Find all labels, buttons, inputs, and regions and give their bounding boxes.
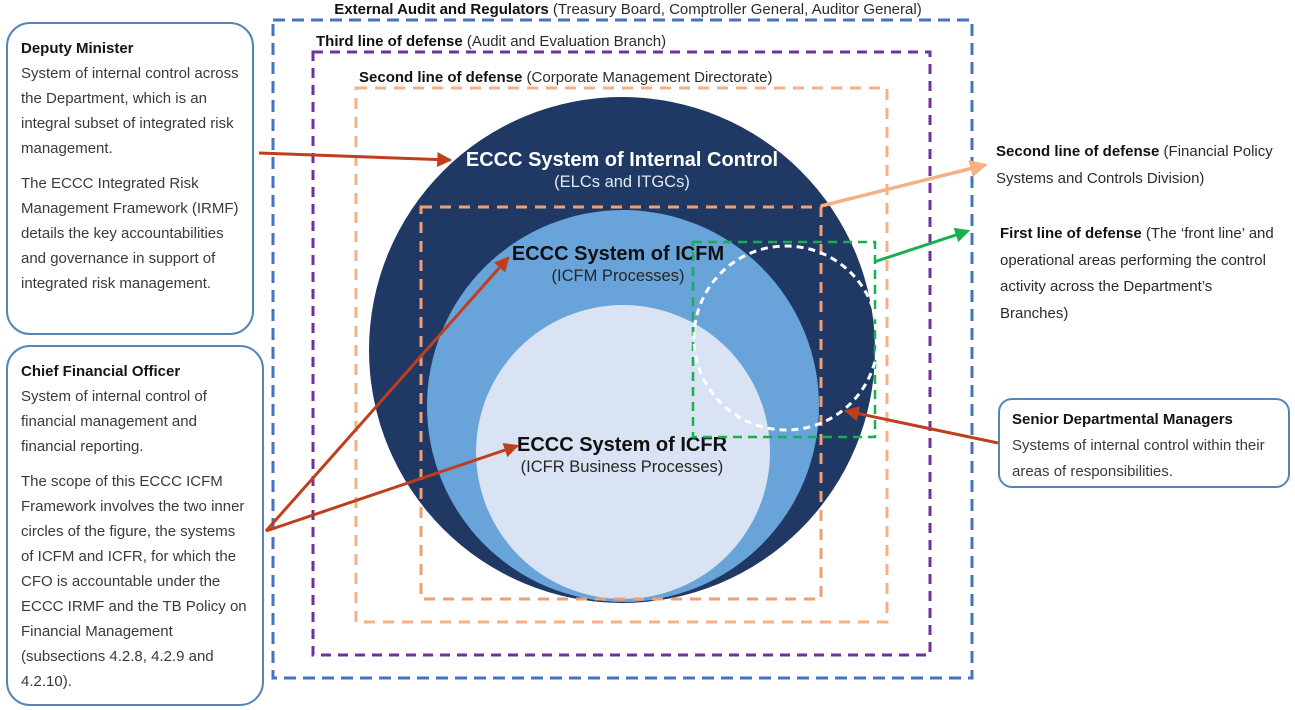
icfm-subtitle: (ICFM Processes) [551, 267, 685, 285]
second-line-header-rest: (Corporate Management Directorate) [522, 69, 773, 86]
arrow-icfm-box-to-second-line-label [820, 160, 988, 208]
internal-control-label: ECCC System of Internal Control (ELCs an… [442, 149, 802, 193]
deputy-minister-paragraph-1: System of internal control across the De… [21, 65, 239, 157]
deputy-minister-callout: Deputy Minister System of internal contr… [6, 22, 254, 335]
external-audit-header-bold: External Audit and Regulators [334, 1, 549, 18]
cfo-paragraph-2: The scope of this ECCC ICFM Framework in… [21, 473, 247, 690]
second-line-defense-right-bold: Second line of defense [996, 143, 1160, 160]
deputy-minister-paragraph-2: The ECCC Integrated Risk Management Fram… [21, 175, 239, 292]
icfm-title: ECCC System of ICFM [511, 243, 725, 265]
deputy-minister-title: Deputy Minister [21, 40, 134, 57]
first-line-defense-right-rest: (The ‘front line’ and operational areas … [1000, 225, 1274, 322]
icfr-title: ECCC System of ICFR [516, 434, 728, 456]
external-audit-header-rest: (Treasury Board, Comptroller General, Au… [548, 1, 922, 18]
third-line-header-rest: (Audit and Evaluation Branch) [462, 33, 667, 50]
arrow-green-box-to-first-line-label [873, 227, 971, 264]
icfm-label: ECCC System of ICFM (ICFM Processes) [468, 243, 768, 287]
senior-departmental-managers-callout: Senior Departmental Managers Systems of … [998, 398, 1290, 488]
second-line-header: Second line of defense (Corporate Manage… [359, 69, 772, 86]
second-line-defense-right-label: Second line of defense (Financial Policy… [996, 139, 1274, 192]
senior-departmental-managers-body: Systems of internal control within their… [1012, 437, 1265, 480]
first-line-defense-right-label: First line of defense (The ‘front line’ … [1000, 221, 1284, 327]
arrow-senior-managers-to-dashed-circle [843, 406, 999, 445]
third-line-header-bold: Third line of defense [316, 33, 463, 50]
second-line-defense-right-rest: (Financial Policy Systems and Controls D… [996, 143, 1273, 187]
external-audit-header: External Audit and Regulators (Treasury … [280, 1, 976, 18]
internal-control-subtitle: (ELCs and ITGCs) [554, 173, 690, 191]
icfr-label: ECCC System of ICFR (ICFR Business Proce… [462, 434, 782, 478]
internal-control-title: ECCC System of Internal Control [465, 149, 779, 171]
cfo-paragraph-1: System of internal control of financial … [21, 388, 207, 455]
cfo-callout: Chief Financial Officer System of intern… [6, 345, 264, 706]
cfo-title: Chief Financial Officer [21, 363, 181, 380]
icfr-subtitle: (ICFR Business Processes) [520, 458, 724, 476]
third-line-header: Third line of defense (Audit and Evaluat… [316, 33, 666, 50]
senior-departmental-managers-title: Senior Departmental Managers [1012, 411, 1233, 428]
second-line-header-bold: Second line of defense [359, 69, 523, 86]
first-line-defense-right-bold: First line of defense [1000, 225, 1142, 242]
arrow-deputy-minister-to-internal-control [258, 151, 453, 168]
